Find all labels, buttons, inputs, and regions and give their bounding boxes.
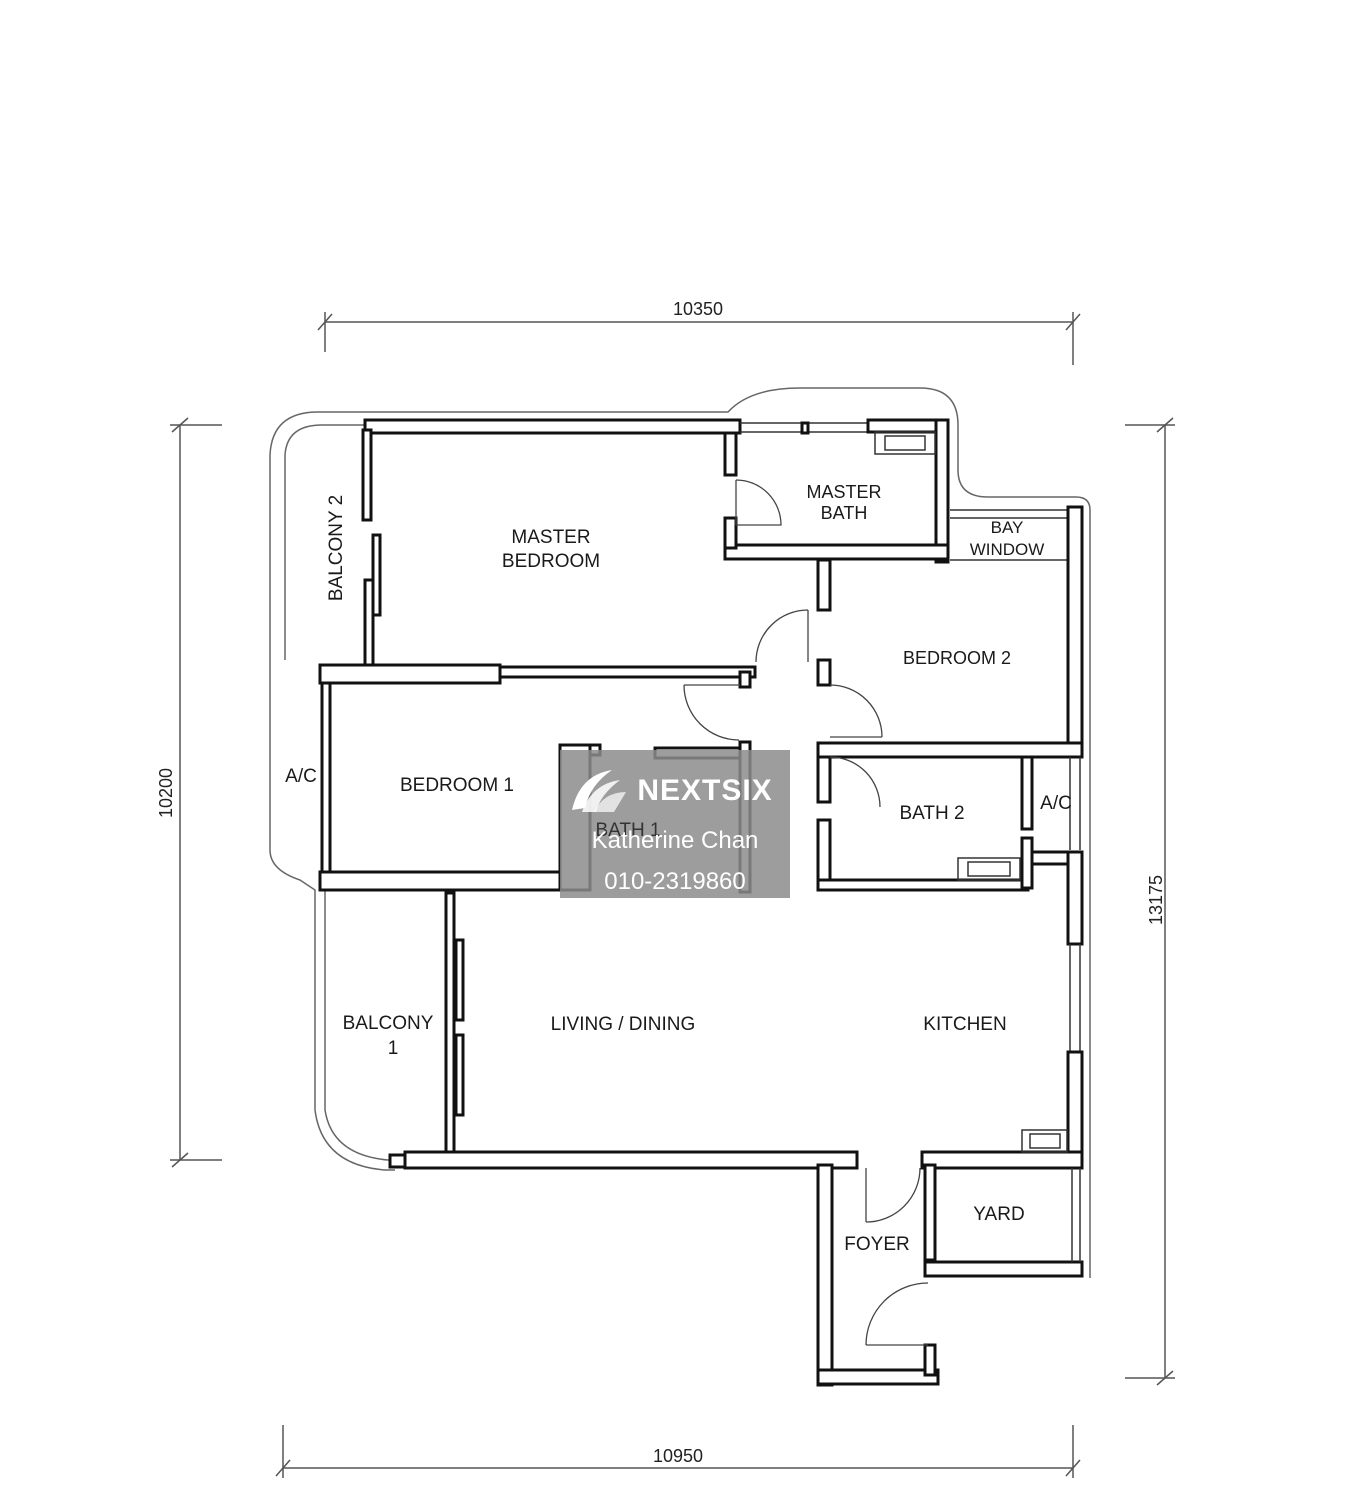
balcony-1-label-line1: BALCONY (343, 1013, 434, 1034)
bay-window-label-line2: WINDOW (970, 540, 1045, 559)
ac-right-label: A/C (1040, 793, 1072, 814)
dimension-lines (170, 312, 1175, 1478)
master-bedroom-label-line1: MASTER (511, 527, 590, 548)
watermark-agent-name: Katherine Chan (592, 827, 759, 854)
agent-watermark: BATH 1 NEXTSIX Katherine Chan 010-231986… (560, 750, 790, 898)
ac-left-label: A/C (285, 766, 317, 787)
foyer-label: FOYER (844, 1234, 909, 1255)
yard-label: YARD (973, 1204, 1024, 1225)
nextsix-logo-icon (572, 770, 626, 812)
balcony-2-label: BALCONY 2 (326, 495, 347, 601)
walls (318, 418, 1084, 1387)
watermark-phone: 010-2319860 (604, 868, 745, 895)
master-bath-label-line2: BATH (821, 503, 868, 523)
balcony-1-label-line2: 1 (388, 1038, 399, 1059)
fixtures (874, 431, 1068, 1153)
bedroom-1-label: BEDROOM 1 (400, 775, 514, 796)
dimension-top: 10350 (673, 299, 723, 319)
bay-window-label-line1: BAY (991, 518, 1024, 537)
living-dining-label: LIVING / DINING (551, 1014, 696, 1035)
slab-outline (269, 387, 1091, 1278)
dimension-left: 10200 (156, 768, 176, 818)
door-swings (683, 479, 929, 1346)
bedroom-2-label: BEDROOM 2 (903, 648, 1011, 668)
kitchen-label: KITCHEN (923, 1014, 1006, 1035)
master-bath-label-line1: MASTER (806, 482, 881, 502)
watermark-brand: NEXTSIX (637, 774, 772, 807)
bath-1-label: BATH 1 (595, 820, 660, 841)
dimension-bottom: 10950 (653, 1446, 703, 1466)
dimension-right: 13175 (1146, 875, 1166, 925)
master-bedroom-label-line2: BEDROOM (502, 551, 600, 572)
bath-2-label: BATH 2 (899, 803, 964, 824)
